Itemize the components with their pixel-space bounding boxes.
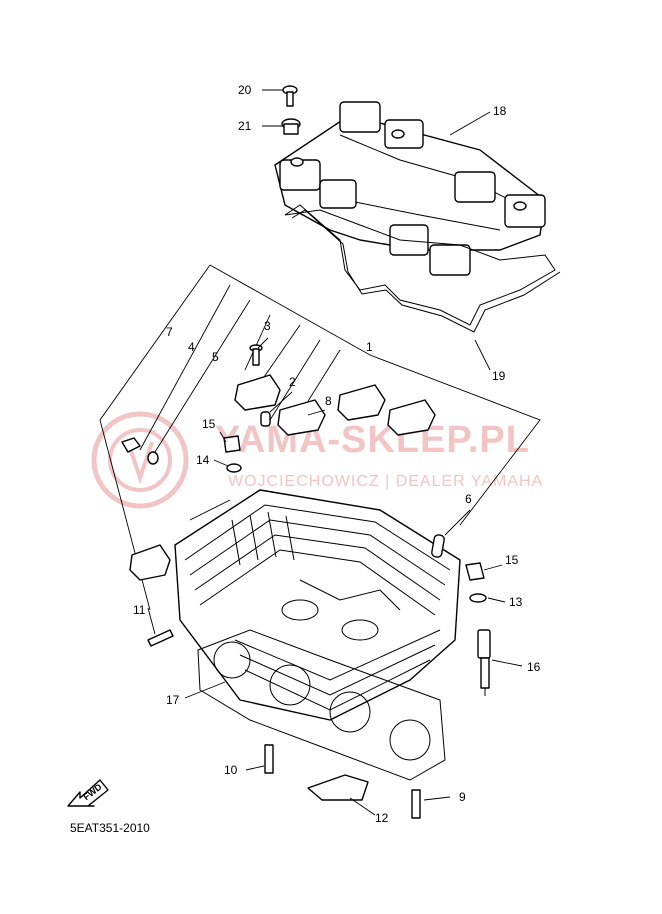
- callout-7: 7: [166, 325, 173, 339]
- dowel-2: [260, 411, 271, 427]
- callout-19: 19: [492, 369, 506, 383]
- callout-21: 21: [238, 119, 252, 133]
- callout-9: 9: [459, 790, 466, 804]
- callout-17: 17: [166, 693, 180, 707]
- stud-bolt-11: [147, 629, 174, 647]
- callout-12: 12: [375, 811, 389, 825]
- callout-14: 14: [196, 453, 210, 467]
- chain-guide-12: [307, 774, 369, 801]
- callout-4: 4: [188, 340, 195, 354]
- callout-1: 1: [366, 340, 373, 354]
- cylinder-head-cover: [274, 101, 546, 276]
- diagram-code: 5EAT351-2010: [70, 821, 150, 835]
- callout-8: 8: [325, 394, 332, 408]
- stud-bolt-9: [411, 789, 421, 819]
- camshaft-caps: [129, 374, 436, 581]
- stud-bolt-10: [264, 744, 274, 774]
- fwd-arrow-icon: FWD: [67, 779, 109, 807]
- callout-15-left: 15: [202, 417, 216, 431]
- callout-18: 18: [493, 104, 507, 118]
- callout-13: 13: [509, 595, 523, 609]
- bolt-4: [121, 437, 141, 453]
- cylinder-head-gasket: [197, 629, 446, 781]
- watermark-logo-inner: [108, 428, 172, 492]
- washer-5: [147, 451, 159, 465]
- callout-20: 20: [238, 83, 252, 97]
- nut-15-right: [465, 562, 485, 581]
- callout-10: 10: [224, 763, 238, 777]
- callout-6: 6: [465, 492, 472, 506]
- callout-3: 3: [264, 319, 271, 333]
- spark-plug-16: [477, 629, 491, 696]
- callout-16: 16: [527, 660, 541, 674]
- callout-2: 2: [289, 375, 296, 389]
- head-cover-gasket: [284, 204, 561, 333]
- watermark-logo-mark: [126, 441, 154, 485]
- callout-5: 5: [212, 350, 219, 364]
- washer-13: [469, 593, 487, 603]
- callout-15-right: 15: [505, 553, 519, 567]
- watermark-logo-ring: [91, 411, 189, 509]
- dowel-6: [431, 534, 445, 558]
- watermark-sub-text: WOJCIECHOWICZ | DEALER YAMAHA: [228, 473, 543, 490]
- callout-11: 11: [133, 603, 146, 617]
- nut-15-left: [223, 435, 241, 453]
- callout-numbers: 1 2 3 4 6 5 7 8 9 10 11 12 13 14 15 15 1…: [133, 83, 541, 825]
- bolt-20: [282, 85, 298, 107]
- grommet-21: [281, 118, 301, 135]
- washer-14: [226, 463, 242, 473]
- callout-leaders: [147, 89, 523, 816]
- cylinder-head: [174, 489, 461, 721]
